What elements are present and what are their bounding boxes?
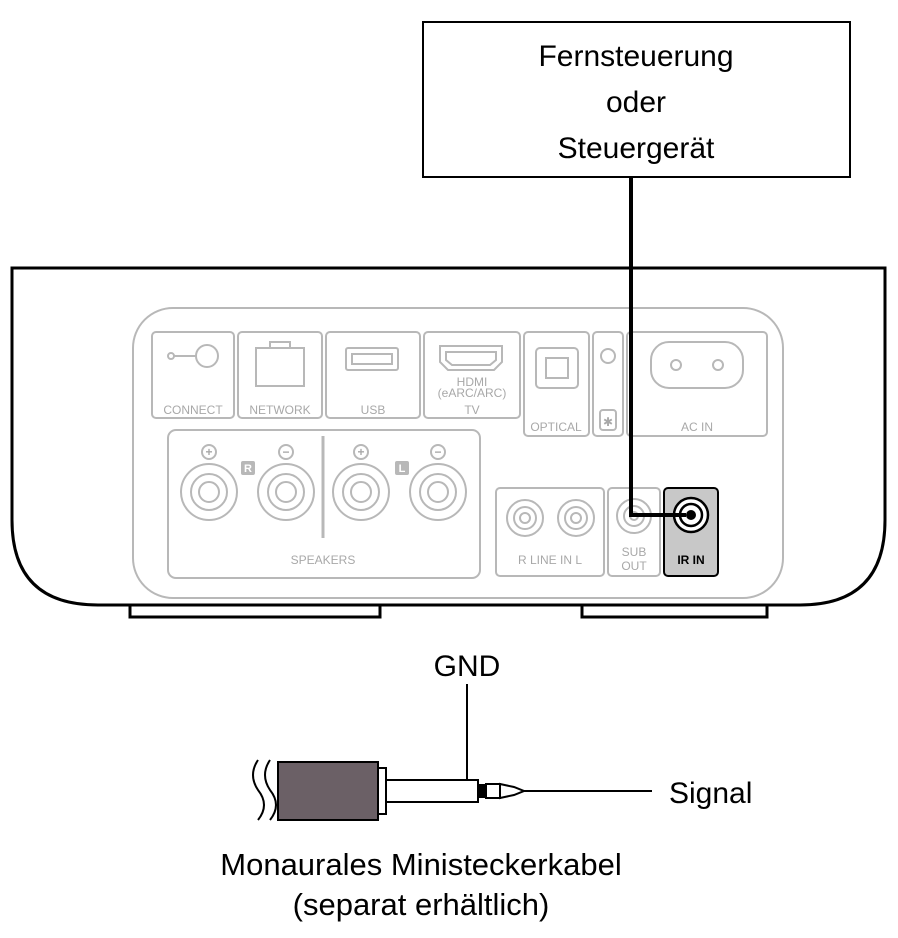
plus-icon: + [357, 445, 364, 459]
speaker-terminal-r-plus [180, 444, 238, 521]
network-port [237, 331, 323, 419]
plus-icon: + [205, 445, 212, 459]
speaker-terminal-l-minus [409, 444, 467, 521]
signal-label: Signal [669, 777, 752, 810]
speaker-terminal-l-plus [332, 444, 390, 521]
speaker-r-badge: R [244, 463, 252, 475]
connect-label: CONNECT [163, 403, 223, 417]
network-label: NETWORK [249, 403, 310, 417]
usb-port [325, 331, 421, 419]
controller-line-1: Fernsteuerung [538, 40, 733, 73]
line-in-label: R LINE IN L [518, 553, 582, 567]
speaker-l-badge: L [399, 463, 406, 475]
hdmi-port [423, 331, 521, 419]
caption-line-2: (separat erhältlich) [293, 887, 550, 922]
bluetooth-icon: ✱ [603, 415, 613, 429]
controller-line-2: oder [606, 86, 666, 119]
minus-icon: − [434, 445, 441, 459]
controller-box: Fernsteuerung oder Steuergerät [422, 21, 851, 178]
controller-line-3: Steuergerät [558, 132, 715, 165]
speakers-label: SPEAKERS [291, 553, 356, 567]
caption-line-1: Monaurales Ministeckerkabel [220, 847, 621, 882]
line-in-port [495, 487, 605, 577]
mini-plug-icon [252, 759, 527, 821]
sub-out-label-2: OUT [621, 559, 647, 573]
gnd-label: GND [434, 650, 501, 683]
hdmi-earc-label: (eARC/ARC) [438, 386, 507, 400]
ac-in-label: AC IN [681, 420, 713, 434]
tv-label: TV [464, 403, 479, 417]
minus-icon: − [282, 445, 289, 459]
ac-in-port [626, 331, 768, 437]
sub-out-port [607, 487, 661, 577]
controller-cable [629, 177, 686, 517]
optical-port [523, 331, 590, 437]
panel-labels: CONNECT NETWORK USB HDMI (eARC/ARC) TV O… [163, 375, 713, 573]
hdmi-label: HDMI [457, 375, 488, 389]
ir-in-port: IR IN [663, 487, 719, 577]
ir-in-label: IR IN [677, 553, 704, 567]
usb-label: USB [361, 403, 386, 417]
speaker-terminal-r-minus [257, 444, 315, 521]
bluetooth-button-area [592, 331, 624, 437]
rear-panel [132, 307, 784, 599]
connect-port [151, 331, 235, 419]
optical-label: OPTICAL [530, 420, 582, 434]
sub-out-label-1: SUB [622, 545, 647, 559]
speakers-terminal-block [167, 429, 481, 579]
